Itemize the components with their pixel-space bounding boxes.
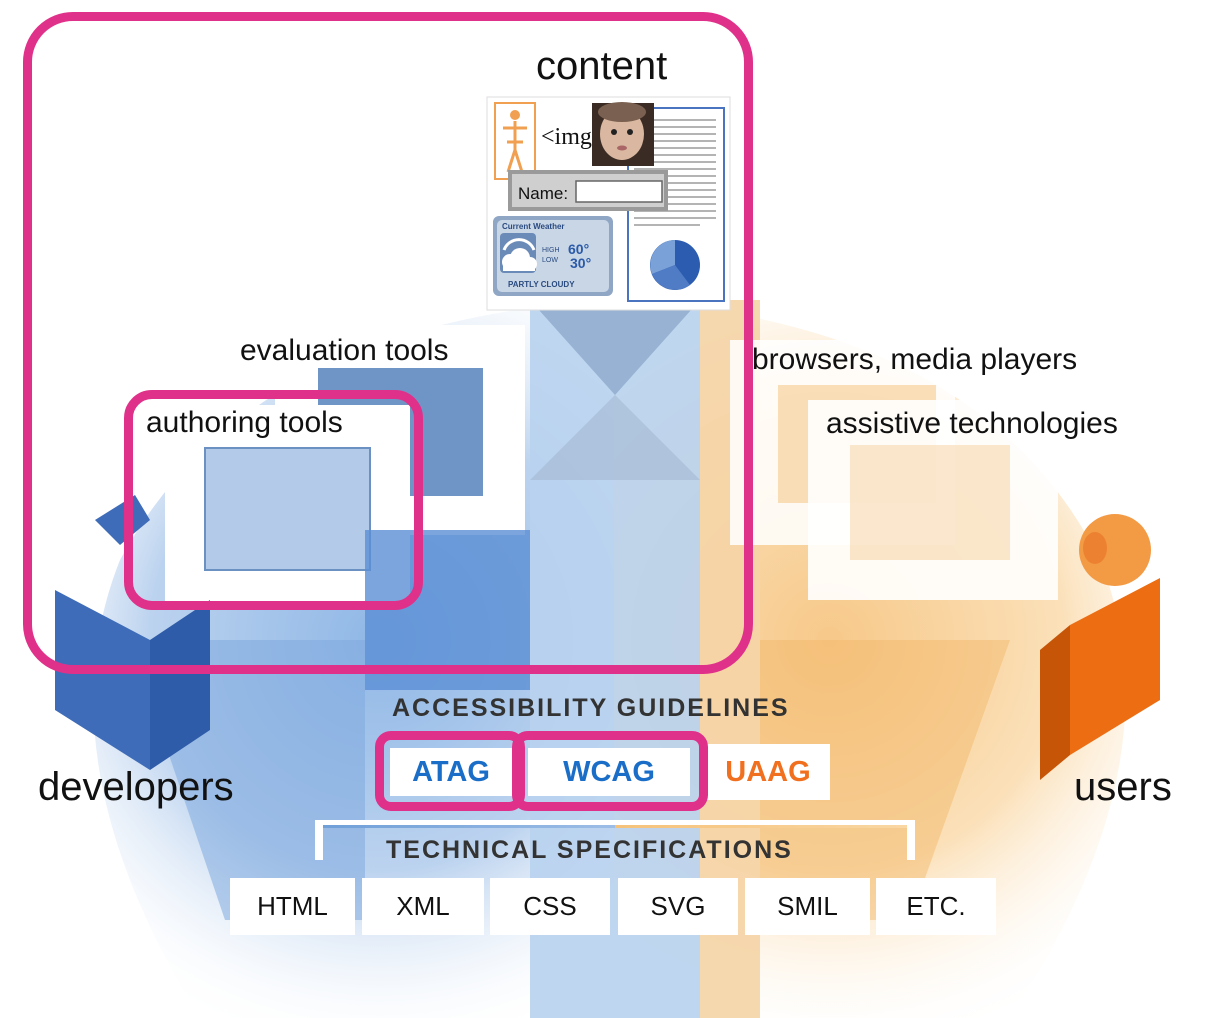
spec-html: HTML — [230, 878, 355, 935]
atag-badge: ATAG — [390, 748, 512, 796]
weather-low-label: LOW — [542, 257, 558, 264]
spec-bracket — [315, 820, 915, 860]
content-card: <img Name: Current Weather HIGH LOW 60° … — [486, 96, 731, 311]
technical-specifications-heading: TECHNICAL SPECIFICATIONS — [386, 836, 793, 864]
spec-xml: XML — [362, 878, 484, 935]
assistive-technologies-label: assistive technologies — [826, 407, 1118, 440]
developer-column — [365, 530, 530, 690]
weather-low: 30° — [570, 255, 591, 271]
beam-cross — [530, 300, 700, 395]
weather-high-label: HIGH — [542, 247, 560, 254]
assistive-tech-frame — [808, 400, 1058, 600]
user-ramp — [760, 640, 1010, 920]
developers-label: developers — [38, 765, 234, 809]
cloud-icon — [502, 238, 537, 271]
beam-cross-lower — [530, 395, 700, 480]
content-highlight-frame — [23, 12, 753, 674]
spec-etc: ETC. — [876, 878, 996, 935]
weather-title: Current Weather — [502, 222, 565, 231]
name-form — [508, 170, 668, 211]
users-label: users — [1074, 765, 1172, 809]
child-photo-icon — [592, 102, 654, 166]
spec-smil: SMIL — [745, 878, 870, 935]
accessibility-guidelines-heading: ACCESSIBILITY GUIDELINES — [392, 694, 790, 722]
wcag-highlight-frame — [512, 731, 708, 811]
browsers-label: browsers, media players — [752, 343, 1078, 376]
content-label: content — [536, 44, 668, 88]
wcag-badge: WCAG — [528, 748, 690, 796]
spec-svg: SVG — [618, 878, 738, 935]
name-label: Name: — [518, 184, 568, 203]
weather-condition: PARTLY CLOUDY — [508, 280, 575, 289]
user-figure-icon — [1040, 514, 1160, 780]
atag-highlight-frame — [375, 731, 525, 811]
spec-css: CSS — [490, 878, 610, 935]
dancer-icon — [494, 102, 536, 180]
evaluation-tools-label: evaluation tools — [240, 334, 449, 367]
authoring-tools-label: authoring tools — [146, 406, 343, 439]
uaag-badge: UAAG — [706, 744, 830, 800]
developer-figure-icon — [55, 495, 210, 770]
authoring-tools-highlight-frame — [124, 390, 423, 610]
img-tag-text: <img — [541, 124, 592, 150]
weather-high: 60° — [568, 241, 589, 257]
pie-chart-icon — [650, 240, 700, 290]
